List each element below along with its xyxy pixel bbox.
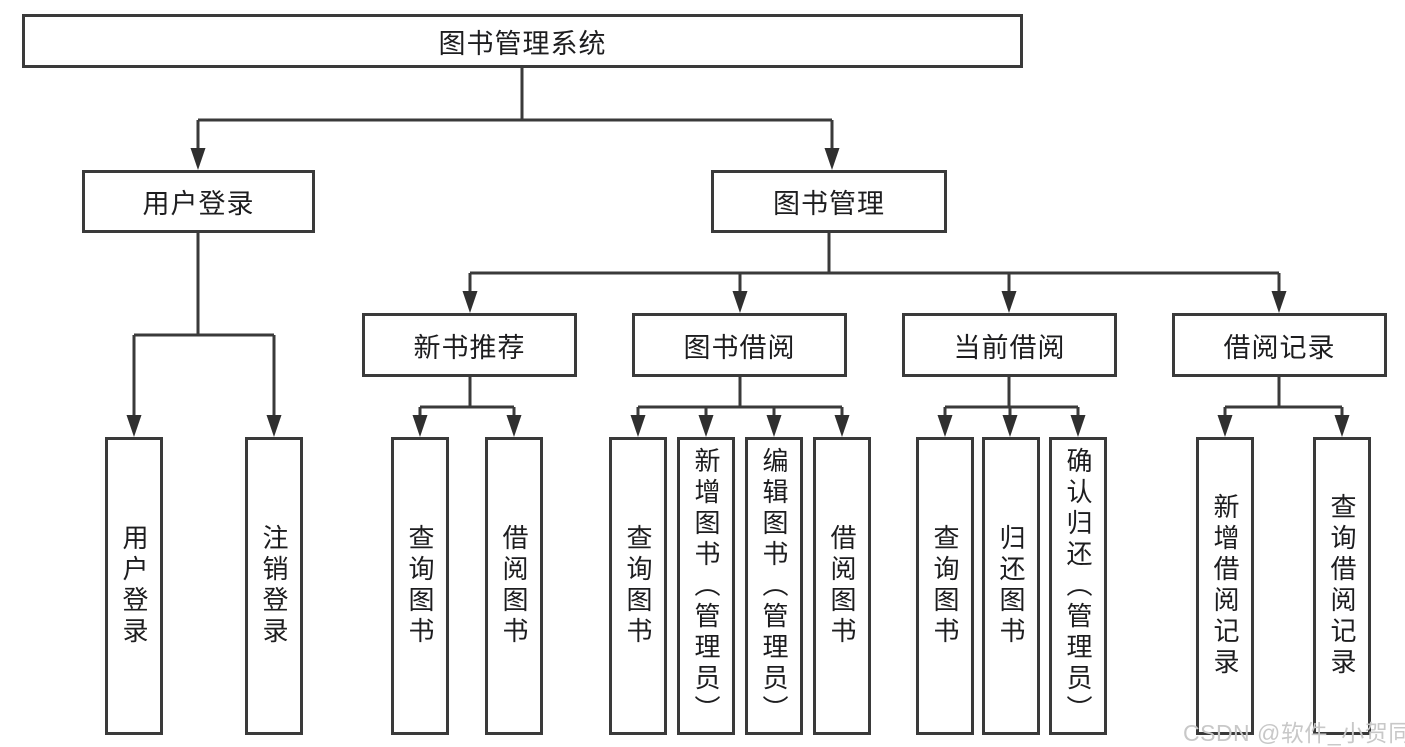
leaf-query-books-current: 查询图书: [916, 437, 974, 735]
arrowhead-icons: [126, 148, 1350, 437]
leaf-user-login: 用户登录: [105, 437, 163, 735]
leaf-query-borrow-record: 查询借阅记录: [1313, 437, 1371, 735]
node-library-management-system: 图书管理系统: [22, 14, 1023, 68]
node-user-login: 用户登录: [82, 170, 315, 233]
leaf-edit-book-admin: 编辑图书（管理员）: [745, 437, 803, 735]
leaf-borrow-books: 借阅图书: [813, 437, 871, 735]
leaf-logout: 注销登录: [245, 437, 303, 735]
node-book-management: 图书管理: [711, 170, 947, 233]
node-new-book-recommend: 新书推荐: [362, 313, 577, 377]
leaf-return-books: 归还图书: [982, 437, 1040, 735]
leaf-query-books-borrowing: 查询图书: [609, 437, 667, 735]
node-borrowing-records: 借阅记录: [1172, 313, 1387, 377]
leaf-add-borrow-record: 新增借阅记录: [1196, 437, 1254, 735]
leaf-add-book-admin: 新增图书（管理员）: [677, 437, 735, 735]
node-current-borrowing: 当前借阅: [902, 313, 1117, 377]
watermark: CSDN @软件_小贺同学: [1183, 720, 1405, 746]
leaf-confirm-return-admin: 确认归还（管理员）: [1049, 437, 1107, 735]
leaf-borrow-books-recommend: 借阅图书: [485, 437, 543, 735]
node-book-borrowing: 图书借阅: [632, 313, 847, 377]
leaf-query-books-recommend: 查询图书: [391, 437, 449, 735]
